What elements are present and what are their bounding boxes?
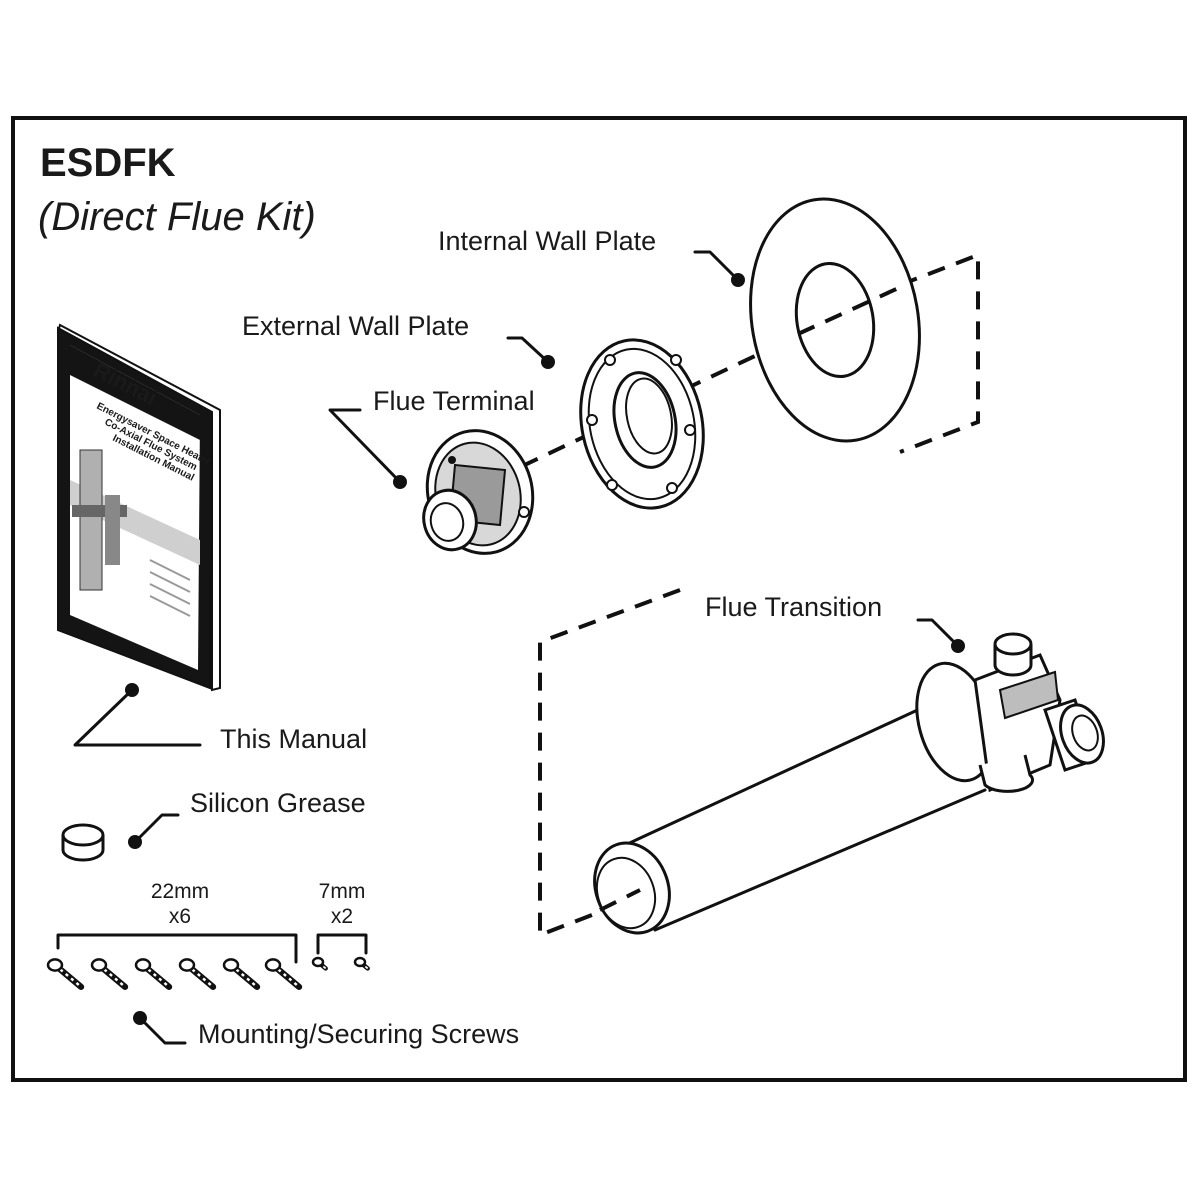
screw-7mm-1: [311, 956, 328, 971]
label-flue-transition: Flue Transition: [705, 592, 882, 622]
kit-title: ESDFK: [40, 141, 176, 185]
internal-wall-plate: [749, 197, 921, 443]
kit-subtitle: (Direct Flue Kit): [38, 195, 316, 239]
screw-bracket-22mm: [56, 933, 298, 964]
screw-22mm-5: [222, 958, 261, 991]
screw-22mm-6: [264, 958, 303, 991]
silicon-grease-tub: [61, 823, 105, 862]
wall-outline-bottom: [538, 588, 681, 938]
wall-outline-top: [899, 252, 980, 454]
leader-flue-transition: [916, 618, 965, 653]
screw-bracket-7mm: [316, 933, 368, 955]
screw-22mm-2: [90, 958, 129, 991]
label-silicon-grease: Silicon Grease: [190, 788, 366, 818]
large-screw-size: 22mm: [151, 880, 209, 903]
small-screw-qty: x2: [331, 905, 353, 928]
flue-transition: [593, 632, 1105, 935]
screw-22mm-1: [46, 958, 85, 991]
external-wall-plate: [579, 338, 705, 510]
installation-manual: Rinnai Energysaver Space Heater Co-Axial…: [56, 323, 221, 692]
label-external-wall-plate: External Wall Plate: [242, 311, 469, 341]
screw-7mm-2: [353, 956, 370, 971]
screw-22mm-3: [134, 958, 173, 991]
label-this-manual: This Manual: [220, 724, 367, 754]
small-screw-size: 7mm: [319, 880, 366, 903]
diagram-frame: [11, 116, 1187, 1082]
screw-22mm-4: [178, 958, 217, 991]
label-internal-wall-plate: Internal Wall Plate: [438, 226, 656, 256]
label-mounting-screws: Mounting/Securing Screws: [198, 1019, 519, 1049]
large-screw-qty: x6: [169, 905, 191, 928]
leader-external-wall-plate: [506, 336, 555, 369]
leader-internal-wall-plate: [693, 250, 745, 287]
leader-silicon-grease: [128, 813, 180, 849]
leader-flue-terminal: [328, 408, 407, 489]
label-flue-terminal: Flue Terminal: [373, 386, 535, 416]
leader-mounting-screws: [133, 1011, 187, 1045]
leader-this-manual: [73, 683, 202, 747]
flue-terminal: [422, 429, 535, 555]
